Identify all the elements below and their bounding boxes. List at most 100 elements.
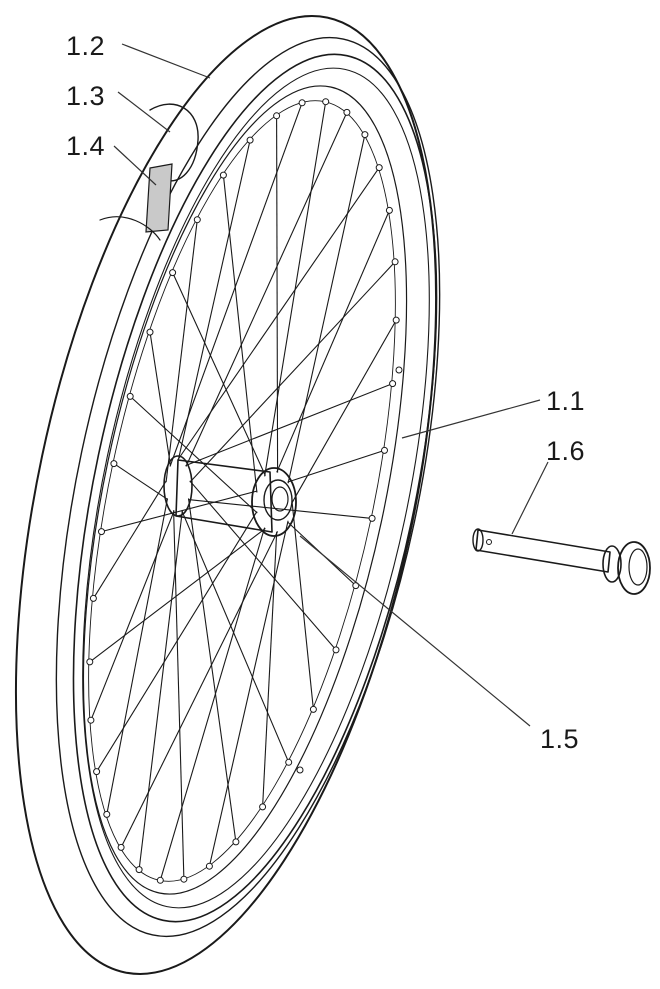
axle-knob xyxy=(617,541,651,595)
spoke xyxy=(222,175,258,493)
leader-1-1 xyxy=(401,399,541,439)
spoke xyxy=(262,531,278,807)
axle-collar xyxy=(602,545,622,583)
spoke xyxy=(172,272,266,476)
hub-bore xyxy=(271,486,289,512)
spoke xyxy=(173,510,185,880)
spoke xyxy=(185,112,348,467)
spoke-nipple xyxy=(332,646,340,654)
spoke-nipple xyxy=(86,658,94,666)
axle-knob-face xyxy=(628,548,648,586)
spoke xyxy=(113,463,169,501)
spoke-nipple xyxy=(343,108,351,116)
spoke-nipple xyxy=(375,164,383,172)
axle-tip xyxy=(472,528,484,552)
spoke xyxy=(92,480,167,599)
spoke-nipple xyxy=(93,768,101,776)
spoke-nipple xyxy=(309,705,317,713)
spoke xyxy=(188,499,373,519)
leader-1-2 xyxy=(121,43,211,79)
tyre-inner-edge xyxy=(55,36,441,938)
spoke-nipple xyxy=(180,875,188,883)
spoke xyxy=(276,210,390,473)
spoke xyxy=(159,527,266,881)
spoke-nipple xyxy=(391,258,399,266)
label-1-5: 1.5 xyxy=(540,724,579,754)
spoke xyxy=(291,319,397,504)
hub-right-flange xyxy=(251,467,297,537)
spoke xyxy=(187,498,237,842)
rim-outer xyxy=(72,53,438,923)
spoke-nipple xyxy=(156,876,164,884)
rim xyxy=(72,53,438,923)
axle xyxy=(472,528,651,595)
spoke-nipple xyxy=(126,392,134,400)
spoke-nipple xyxy=(87,716,95,724)
hub xyxy=(163,455,297,537)
spoke-nipple xyxy=(110,460,118,468)
tube-lower-edge xyxy=(99,216,161,241)
spoke-nipple xyxy=(193,216,201,224)
spoke xyxy=(120,531,279,848)
rim-hole xyxy=(296,766,304,774)
spoke-nipple xyxy=(273,112,281,120)
spoke-nipple xyxy=(89,594,97,602)
spoke xyxy=(177,167,380,461)
spoke xyxy=(181,510,290,763)
spoke-nipple xyxy=(361,131,369,139)
spoke-nipple xyxy=(389,380,397,388)
tyre-outer xyxy=(14,15,438,975)
spoke xyxy=(276,115,279,473)
spoke-nipple xyxy=(385,206,393,214)
spoke xyxy=(177,139,251,461)
leader-1-6 xyxy=(511,461,549,535)
spoke-nipple xyxy=(392,316,400,324)
spoke-nipple xyxy=(322,98,330,106)
leader-1-4 xyxy=(113,145,157,186)
label-1-2: 1.2 xyxy=(66,31,105,61)
rim-innermost xyxy=(88,100,396,882)
spoke xyxy=(96,511,258,772)
spoke xyxy=(149,332,172,466)
axle-shaft xyxy=(475,529,611,573)
spoke-nipple xyxy=(381,446,388,454)
rim-inner xyxy=(82,85,408,895)
spoke-nipple xyxy=(117,843,125,851)
callout-labels: 1.2 1.3 1.4 1.1 1.6 1.5 xyxy=(66,31,585,754)
spoke-nipple xyxy=(219,171,227,179)
spoke xyxy=(89,527,266,663)
spoke xyxy=(185,383,393,467)
spoke xyxy=(291,501,314,710)
spoke-nipple xyxy=(205,862,213,870)
spoke xyxy=(208,520,289,867)
spoke xyxy=(189,261,396,483)
axle-pin-hole xyxy=(486,539,492,545)
spoke xyxy=(165,219,198,483)
spoke-nipple xyxy=(246,136,254,144)
spoke xyxy=(287,134,366,484)
tyre xyxy=(14,15,441,975)
leader-1-5 xyxy=(299,535,531,727)
hub-bore-ring xyxy=(263,479,293,521)
spokes xyxy=(86,98,400,884)
label-1-4: 1.4 xyxy=(66,131,105,161)
spoke xyxy=(138,510,183,870)
spoke-nipple xyxy=(285,758,293,766)
spoke-nipple xyxy=(368,514,376,522)
rim-bead xyxy=(82,67,430,909)
hub-body xyxy=(175,459,273,533)
label-1-1: 1.1 xyxy=(546,386,585,416)
spoke-nipple xyxy=(98,528,105,536)
spoke-nipple xyxy=(232,838,240,846)
spoke-nipple xyxy=(259,803,267,811)
valve-region xyxy=(99,103,199,241)
leader-1-3 xyxy=(117,91,171,133)
spoke-nipple xyxy=(298,99,306,107)
valve-body xyxy=(145,163,173,233)
spoke-nipple xyxy=(135,866,143,874)
spoke xyxy=(287,449,385,483)
spoke xyxy=(106,498,169,815)
spoke xyxy=(189,480,337,651)
leader-lines xyxy=(113,43,549,727)
